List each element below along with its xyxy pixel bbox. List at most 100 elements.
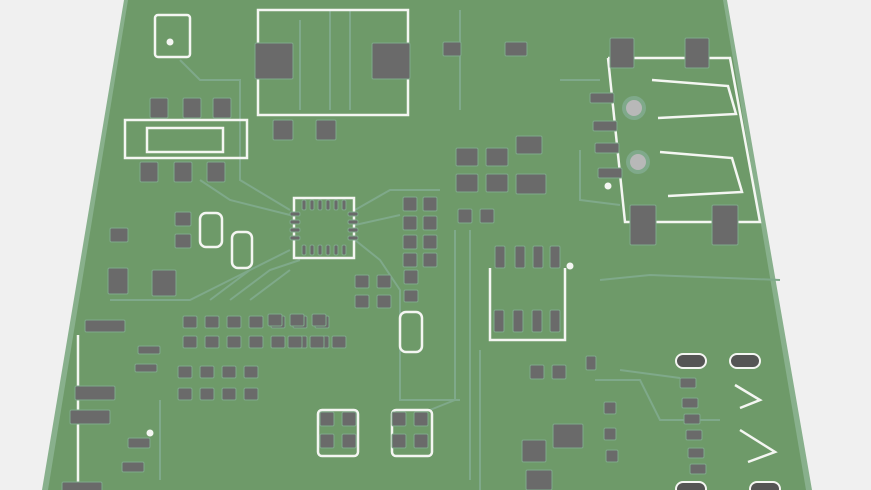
- pad: [289, 313, 305, 327]
- silkscreen-letter-v: [734, 383, 763, 410]
- pad: [226, 315, 242, 329]
- pad: [597, 167, 623, 179]
- pad: [333, 244, 339, 256]
- pad: [403, 269, 419, 285]
- pad: [594, 142, 620, 154]
- pad: [149, 97, 169, 119]
- pad: [679, 377, 697, 389]
- pad: [422, 252, 438, 268]
- pad: [204, 335, 220, 349]
- pad: [592, 120, 618, 132]
- pad: [325, 244, 331, 256]
- pad: [413, 433, 429, 449]
- silkscreen-letter-v: [739, 428, 778, 464]
- pad: [301, 199, 307, 211]
- mounting-hole: [630, 154, 646, 170]
- pad: [248, 315, 264, 329]
- pad: [391, 433, 407, 449]
- switch-body-outline: [145, 126, 225, 154]
- pad: [289, 235, 301, 241]
- pad: [521, 439, 547, 463]
- pad: [325, 199, 331, 211]
- pad: [549, 245, 561, 269]
- pad: [174, 211, 192, 227]
- silkscreen-letter-a: [651, 78, 738, 120]
- trace: [599, 273, 781, 281]
- pad: [413, 411, 429, 427]
- pad: [629, 204, 657, 246]
- pad: [221, 387, 237, 401]
- pad: [301, 244, 307, 256]
- pad: [137, 345, 161, 355]
- pad: [333, 199, 339, 211]
- pin1-marker: [604, 182, 612, 190]
- pad: [512, 309, 524, 333]
- pad: [248, 335, 264, 349]
- pad: [403, 289, 419, 303]
- pad: [681, 397, 699, 409]
- pad: [309, 335, 325, 349]
- pad: [317, 244, 323, 256]
- copper-traces: [110, 10, 781, 490]
- pad: [515, 173, 547, 195]
- pad: [319, 411, 335, 427]
- pad: [107, 267, 129, 295]
- mounting-holes: [146, 38, 781, 490]
- pad: [354, 274, 370, 289]
- pad: [177, 365, 193, 379]
- pad: [347, 227, 359, 233]
- pad: [529, 364, 545, 380]
- pad: [531, 309, 543, 333]
- pad: [61, 481, 103, 490]
- pad: [173, 161, 193, 183]
- pad: [376, 294, 392, 309]
- pad: [422, 196, 438, 212]
- trace: [619, 369, 681, 379]
- pad: [226, 335, 242, 349]
- pad: [551, 364, 567, 380]
- pad: [609, 37, 635, 69]
- pad: [69, 409, 111, 425]
- pad: [289, 227, 301, 233]
- pad: [493, 309, 505, 333]
- pad: [684, 37, 710, 69]
- pad: [182, 315, 198, 329]
- pad: [309, 244, 315, 256]
- pad: [309, 199, 315, 211]
- pad: [687, 447, 705, 459]
- trace: [429, 230, 456, 411]
- mounting-hole: [626, 100, 642, 116]
- pad: [552, 423, 584, 449]
- pad: [354, 294, 370, 309]
- pad: [347, 219, 359, 225]
- pad: [341, 433, 357, 449]
- pad: [402, 234, 418, 250]
- slot-hole: [675, 353, 707, 369]
- pad: [532, 245, 544, 269]
- pad: [589, 92, 615, 104]
- pad: [603, 427, 617, 441]
- pad: [371, 42, 411, 80]
- pad: [84, 319, 126, 333]
- switch-outline: [123, 118, 249, 160]
- pad: [199, 365, 215, 379]
- pad: [455, 173, 479, 193]
- pin1-marker: [166, 38, 174, 46]
- trace: [249, 269, 291, 301]
- pad: [402, 252, 418, 268]
- slot-hole: [749, 481, 781, 490]
- trace: [354, 239, 460, 401]
- pad: [485, 147, 509, 167]
- pad: [603, 401, 617, 415]
- component-pads: [61, 37, 739, 490]
- pad: [442, 41, 462, 57]
- pad: [585, 355, 597, 371]
- pad: [272, 119, 294, 141]
- slot-hole: [675, 481, 707, 490]
- pad: [689, 463, 707, 475]
- pad: [287, 335, 303, 349]
- pad: [204, 315, 220, 329]
- pad: [402, 215, 418, 231]
